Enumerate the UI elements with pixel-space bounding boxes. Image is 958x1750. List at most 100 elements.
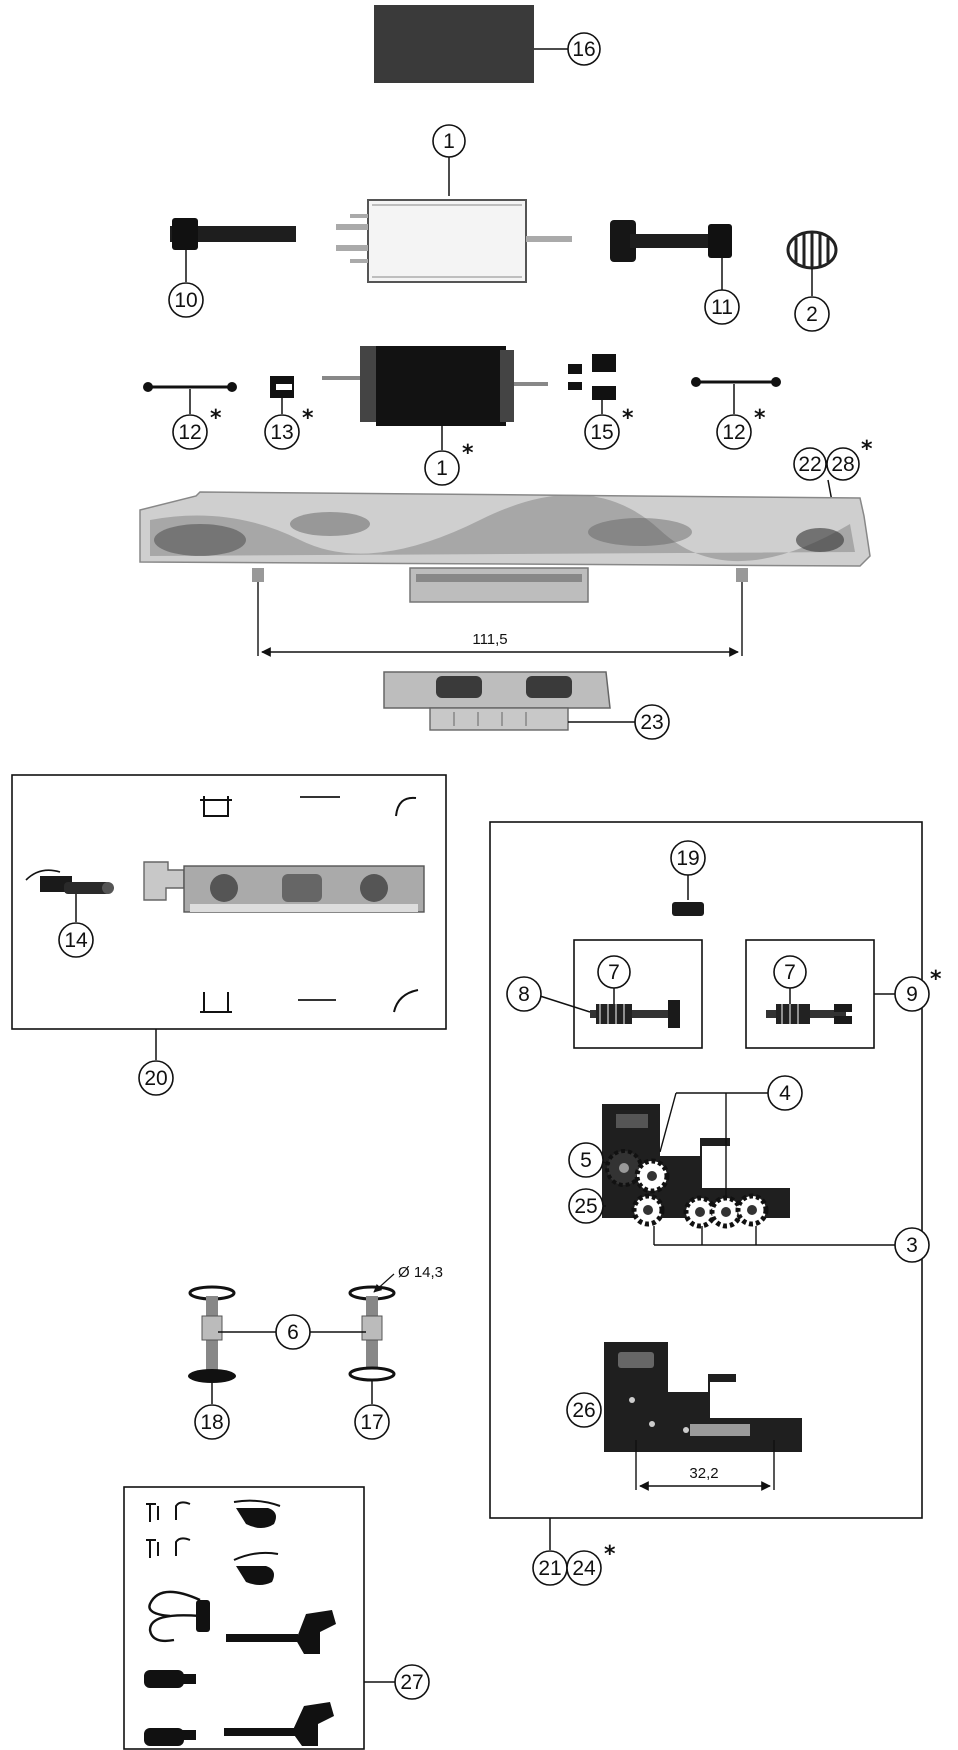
callout-3: 3 xyxy=(894,1227,930,1263)
callout-18: 18 xyxy=(194,1404,230,1440)
callout-12-right: 12 * xyxy=(716,406,766,450)
callout-17-number: 17 xyxy=(360,1411,383,1434)
callout-24-mark: * xyxy=(604,1542,616,1567)
callout-1-star-number: 1 xyxy=(436,457,448,480)
callout-24-number: 24 xyxy=(572,1557,596,1580)
callout-3-number: 3 xyxy=(906,1234,918,1257)
part-1-motor-housing xyxy=(336,199,572,283)
part-8-worm-shaft xyxy=(590,1000,680,1028)
callout-5: 5 xyxy=(568,1142,604,1178)
part-20-bogie-assembly xyxy=(143,796,425,1013)
callout-12-left-number: 12 xyxy=(178,421,201,444)
part-14-coupler xyxy=(25,869,114,894)
callout-27: 27 xyxy=(394,1664,430,1700)
part-2-spring xyxy=(786,230,838,270)
callout-17: 17 xyxy=(354,1404,390,1440)
callout-23: 23 xyxy=(634,704,670,740)
callout-13-mark: * xyxy=(302,406,314,431)
callout-11: 11 xyxy=(704,289,740,325)
group-20-box xyxy=(11,774,447,1030)
callout-27-number: 27 xyxy=(400,1671,423,1694)
dimension-wheelbase: 111,5 xyxy=(257,582,743,657)
callout-8-number: 8 xyxy=(518,983,530,1006)
part-13-coupling xyxy=(270,376,294,398)
part-23-bogie-frame xyxy=(383,671,611,731)
callout-6: 6 xyxy=(275,1314,311,1350)
callout-5-number: 5 xyxy=(580,1149,592,1172)
callout-18-number: 18 xyxy=(200,1411,223,1434)
callout-2: 2 xyxy=(794,296,830,332)
callout-7-left: 7 xyxy=(597,955,631,989)
callout-28: 28 * xyxy=(826,437,873,481)
callout-9-number: 9 xyxy=(906,983,918,1006)
callout-13-number: 13 xyxy=(270,421,293,444)
callout-1-star-mark: * xyxy=(462,441,474,466)
callout-24: 24 * xyxy=(566,1542,616,1586)
callout-1-star: 1 * xyxy=(424,441,474,486)
callout-28-mark: * xyxy=(861,437,873,462)
part-9-worm-shaft xyxy=(766,1004,852,1024)
callout-6-number: 6 xyxy=(287,1321,299,1344)
part-12-shaft-right xyxy=(691,377,781,387)
part-19-clip xyxy=(672,902,704,916)
callout-14: 14 xyxy=(58,922,94,958)
callout-22-number: 22 xyxy=(798,453,821,476)
dimension-gear-spacing: 32,2 xyxy=(635,1440,775,1491)
callout-9: 9 * xyxy=(894,967,942,1012)
callout-12-right-number: 12 xyxy=(722,421,745,444)
gear-3-c xyxy=(709,1195,743,1229)
group-9-box xyxy=(745,939,875,1049)
callout-7-right: 7 xyxy=(773,955,807,989)
gear-upper xyxy=(634,1158,670,1194)
callout-16: 16 xyxy=(567,32,601,66)
part-15-brush-holder xyxy=(568,354,616,400)
dimension-wheel-diameter: Ø 14,3 xyxy=(373,1264,443,1293)
part-27-coupler-set xyxy=(144,1499,336,1746)
callout-19-number: 19 xyxy=(676,847,699,870)
dimension-wheel-diameter-value: Ø 14,3 xyxy=(398,1264,443,1281)
callout-25: 25 xyxy=(568,1188,604,1224)
gear-3-d xyxy=(735,1193,769,1227)
group-21-box xyxy=(489,821,923,1519)
callout-21-number: 21 xyxy=(538,1557,561,1580)
gear-3-a xyxy=(631,1193,665,1227)
part-10-cardan-shaft xyxy=(170,218,296,250)
callout-1: 1 xyxy=(432,124,466,158)
part-12-shaft-left xyxy=(143,382,237,392)
callout-16-number: 16 xyxy=(572,38,595,61)
dimension-gear-spacing-value: 32,2 xyxy=(689,1465,718,1482)
callout-12-left: 12 * xyxy=(172,406,222,450)
callout-20-number: 20 xyxy=(144,1067,167,1090)
part-16-plate xyxy=(374,5,534,83)
callout-26-number: 26 xyxy=(572,1399,595,1422)
part-22-chassis-frame xyxy=(139,491,871,603)
callout-20: 20 xyxy=(138,1060,174,1096)
gear-5 xyxy=(605,1149,643,1187)
group-27-box xyxy=(123,1486,365,1750)
callout-12-right-mark: * xyxy=(754,406,766,431)
callout-21: 21 xyxy=(532,1550,568,1586)
callout-1-number: 1 xyxy=(443,130,455,153)
callout-28-number: 28 xyxy=(831,453,854,476)
callout-4: 4 xyxy=(767,1075,803,1111)
wheelset-18 xyxy=(188,1285,236,1383)
part-26-gearbox-cover xyxy=(604,1342,802,1452)
callout-10-number: 10 xyxy=(174,289,197,312)
callout-26: 26 xyxy=(566,1392,602,1428)
callout-15: 15 * xyxy=(584,406,634,450)
callout-19: 19 xyxy=(670,840,706,876)
callout-14-number: 14 xyxy=(64,929,88,952)
callout-10: 10 xyxy=(168,282,204,318)
callout-22: 22 xyxy=(793,447,827,481)
dimension-wheelbase-value: 111,5 xyxy=(472,631,507,648)
callout-15-mark: * xyxy=(622,406,634,431)
callout-7-right-number: 7 xyxy=(784,961,796,984)
part-11-cardan-shaft-flywheel xyxy=(610,220,732,262)
callout-4-number: 4 xyxy=(779,1082,791,1105)
callout-23-number: 23 xyxy=(640,711,663,734)
callout-15-number: 15 xyxy=(590,421,613,444)
part-1-star-motor xyxy=(322,346,548,426)
group-8-box xyxy=(573,939,703,1049)
callout-12-left-mark: * xyxy=(210,406,222,431)
